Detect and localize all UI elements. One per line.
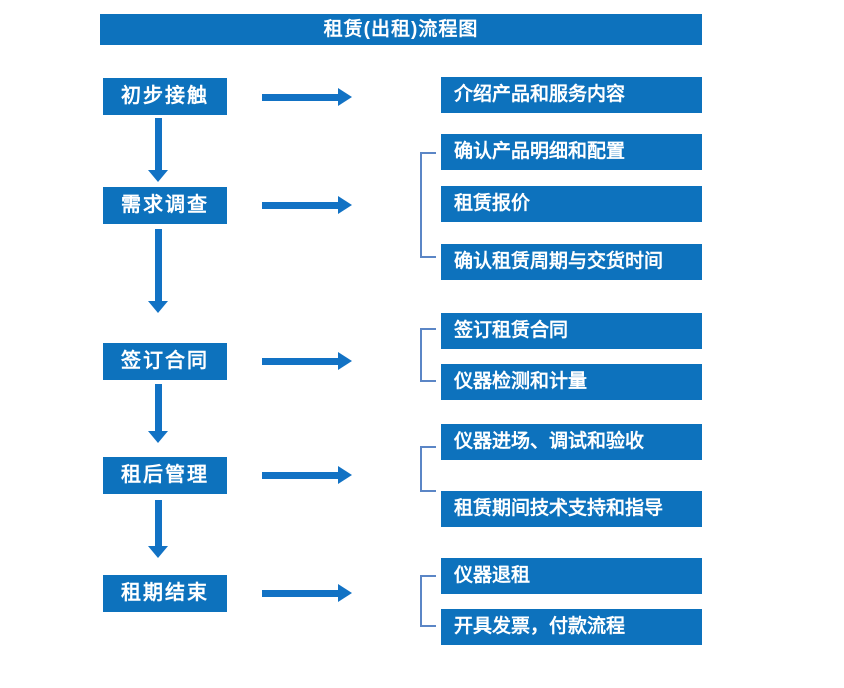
arrow-shaft [262, 357, 338, 365]
page-title: 租赁(出租)流程图 [100, 14, 702, 45]
down-arrow-2 [148, 229, 168, 313]
down-arrow-3 [148, 384, 168, 443]
down-arrow-4 [148, 500, 168, 558]
output-box-rental-quote: 租赁报价 [441, 186, 702, 222]
down-arrow-1 [148, 118, 168, 182]
group-bracket-demand-survey [420, 152, 436, 258]
right-arrow-3 [262, 352, 352, 370]
arrow-shaft [262, 93, 338, 101]
arrow-head-icon [338, 196, 352, 214]
arrow-head-icon [148, 546, 168, 558]
arrow-head-icon [338, 352, 352, 370]
output-box-tech-support: 租赁期间技术支持和指导 [441, 491, 702, 527]
arrow-shaft [262, 471, 338, 479]
arrow-head-icon [338, 88, 352, 106]
arrow-shaft [154, 229, 162, 301]
arrow-shaft [154, 118, 162, 170]
right-arrow-4 [262, 466, 352, 484]
step-box-demand-survey: 需求调查 [103, 187, 227, 224]
arrow-head-icon [148, 301, 168, 313]
output-box-introduce-products: 介绍产品和服务内容 [441, 77, 702, 113]
output-box-confirm-details: 确认产品明细和配置 [441, 134, 702, 170]
arrow-head-icon [148, 431, 168, 443]
arrow-head-icon [148, 170, 168, 182]
output-box-instrument-return: 仪器退租 [441, 558, 702, 594]
output-box-invoice-payment: 开具发票，付款流程 [441, 609, 702, 645]
output-box-instrument-testing: 仪器检测和计量 [441, 364, 702, 400]
arrow-head-icon [338, 584, 352, 602]
right-arrow-5 [262, 584, 352, 602]
step-box-sign-contract: 签订合同 [103, 343, 227, 380]
arrow-shaft [154, 384, 162, 431]
output-box-sign-rental-contract: 签订租赁合同 [441, 313, 702, 349]
output-box-instrument-setup: 仪器进场、调试和验收 [441, 424, 702, 460]
right-arrow-1 [262, 88, 352, 106]
step-box-initial-contact: 初步接触 [103, 78, 227, 115]
output-box-confirm-period: 确认租赁周期与交货时间 [441, 244, 702, 280]
arrow-shaft [154, 500, 162, 546]
arrow-shaft [262, 589, 338, 597]
arrow-head-icon [338, 466, 352, 484]
right-arrow-2 [262, 196, 352, 214]
group-bracket-rental-end [420, 575, 436, 627]
step-box-rental-end: 租期结束 [103, 575, 227, 612]
group-bracket-sign-contract [420, 328, 436, 382]
group-bracket-post-rental [420, 446, 436, 492]
arrow-shaft [262, 201, 338, 209]
step-box-post-rental-management: 租后管理 [103, 457, 227, 494]
